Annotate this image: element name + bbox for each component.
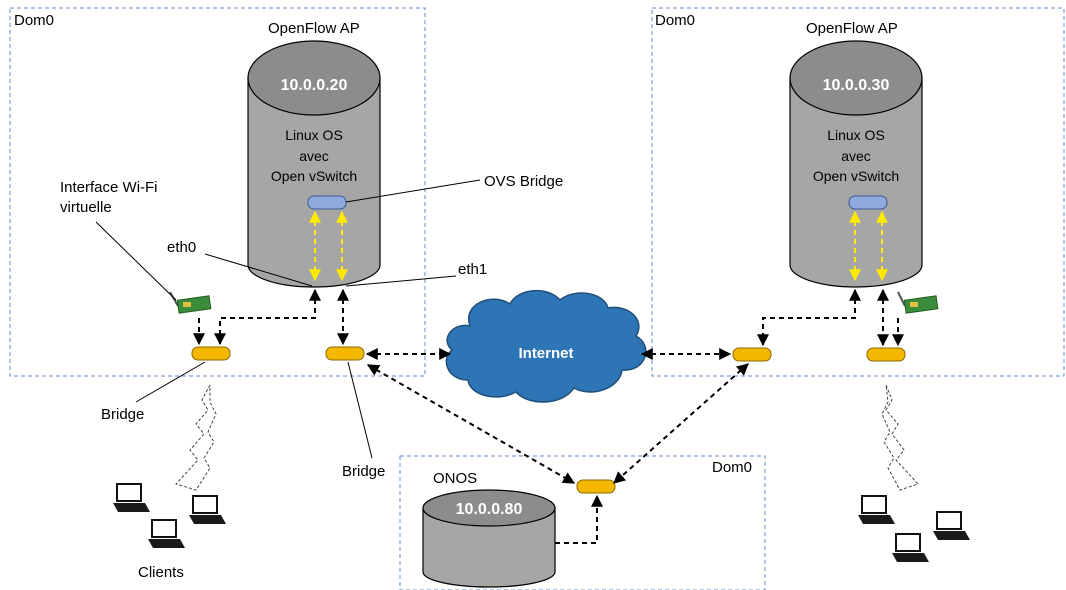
- link-onos-bridge: [555, 494, 603, 544]
- ap-right-ip: 10.0.0.30: [823, 77, 890, 94]
- laptop-icon: [892, 533, 929, 562]
- link-bridge-onos-left: [366, 364, 576, 484]
- laptop-icon: [189, 495, 226, 524]
- eth0-label: eth0: [167, 239, 196, 256]
- bridge-right-wifi: [866, 347, 906, 362]
- zone-bottom: [399, 455, 766, 590]
- ovs-bridge-right: [848, 195, 888, 210]
- eth1-label: eth1: [458, 261, 487, 278]
- zone-right-title: OpenFlow AP: [806, 20, 898, 37]
- internet-label: Internet: [518, 345, 573, 362]
- ap-right-os1: Linux OS: [827, 127, 885, 143]
- zone-right: [651, 7, 1065, 377]
- wireless-signal-right: [881, 384, 919, 491]
- wifi-interface-label-1: Interface Wi-Fi: [60, 179, 158, 196]
- bridge-left-label: Bridge: [101, 406, 144, 423]
- wireless-signal-left: [175, 384, 217, 491]
- zone-bottom-label: Dom0: [712, 459, 752, 476]
- wifi-interface-label-2: virtuelle: [60, 199, 112, 216]
- onos-title: ONOS: [433, 470, 477, 487]
- ap-left-os2: avec: [299, 148, 329, 164]
- bridge-left-eth: [325, 346, 365, 361]
- link-eth0-bridge-left: [214, 288, 321, 346]
- ap-left-ip: 10.0.0.20: [281, 77, 348, 94]
- ap-right-os2: avec: [841, 148, 871, 164]
- bridge-right-eth: [732, 347, 772, 362]
- wifi-card-icon-right: [897, 291, 939, 314]
- bridge-left-wifi: [191, 346, 231, 361]
- laptop-icon: [113, 483, 150, 512]
- bridge-onos: [576, 479, 616, 494]
- ap-right-cylinder: 10.0.0.30 Linux OS avec Open vSwitch: [789, 40, 923, 288]
- zone-right-label: Dom0: [655, 12, 695, 29]
- ovs-bridge-left: [307, 195, 347, 210]
- zone-left: [9, 7, 426, 377]
- onos-cylinder: 10.0.0.80: [422, 489, 556, 588]
- laptop-icon: [933, 511, 970, 540]
- link-bridge-onos-right: [613, 363, 749, 484]
- laptop-icon: [858, 495, 895, 524]
- ap-left-os3: Open vSwitch: [271, 168, 357, 184]
- ovs-bridge-label: OVS Bridge: [484, 173, 563, 190]
- ap-left-os1: Linux OS: [285, 127, 343, 143]
- bridge-center-label: Bridge: [342, 463, 385, 480]
- link-eth0-bridge-right: [757, 288, 861, 347]
- clients-label: Clients: [138, 564, 184, 581]
- zone-left-title: OpenFlow AP: [268, 20, 360, 37]
- zone-left-label: Dom0: [14, 12, 54, 29]
- laptop-icon: [148, 519, 185, 548]
- ap-right-os3: Open vSwitch: [813, 168, 899, 184]
- onos-ip: 10.0.0.80: [456, 501, 523, 518]
- internet-cloud: Internet: [445, 289, 647, 403]
- wifi-card-icon-left: [169, 291, 212, 314]
